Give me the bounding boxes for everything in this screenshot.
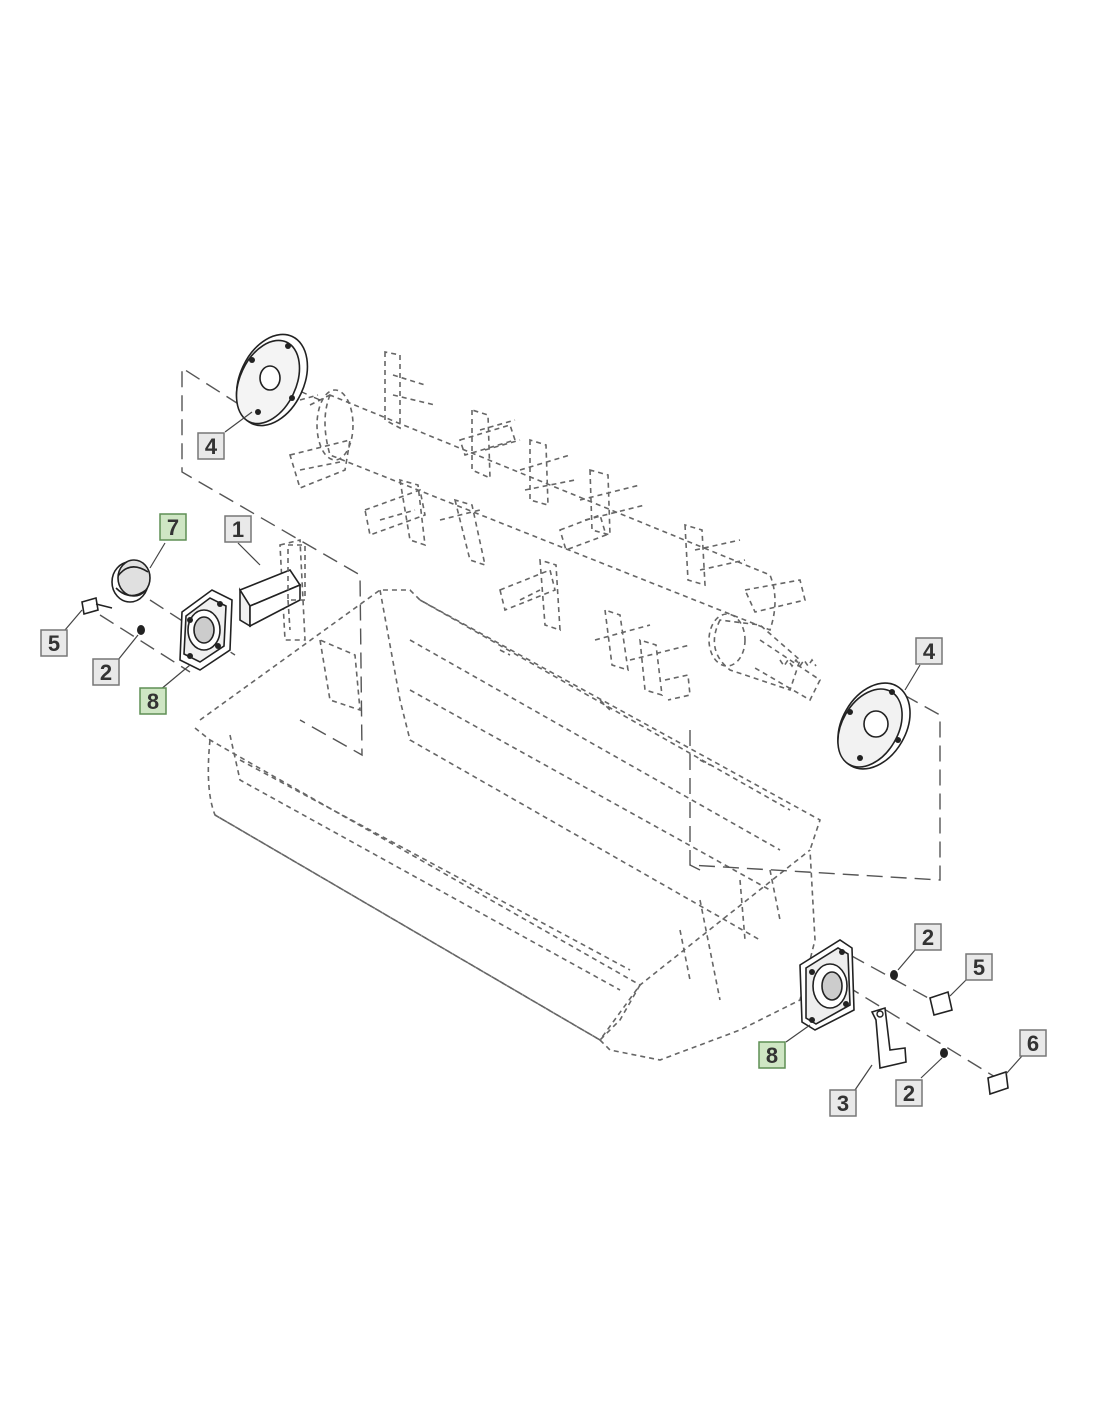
callout-1[interactable]: 1 (224, 515, 252, 543)
phantom-rotor-shaft (299, 389, 822, 702)
callout-number: 2 (100, 660, 112, 685)
callout-2[interactable]: 2 (914, 923, 942, 951)
callout-number: 8 (147, 689, 159, 714)
callout-box (914, 923, 942, 951)
mounting-bracket (870, 1006, 907, 1069)
callout-labels: 4 7 1 5 2 8 4 2 5 6 8 3 2 (40, 432, 1047, 1117)
callout-5[interactable]: 5 (965, 953, 993, 981)
callout-number: 2 (903, 1081, 915, 1106)
callout-box (197, 432, 225, 460)
callout-7-highlighted[interactable]: 7 (159, 513, 187, 541)
callout-4[interactable]: 4 (915, 637, 943, 665)
clamp-plate (238, 544, 306, 631)
washer-left (137, 625, 145, 635)
callout-number: 4 (205, 434, 218, 459)
phantom-housing (194, 538, 821, 1061)
leader-lines (64, 411, 1023, 1091)
callout-8-highlighted[interactable]: 8 (139, 687, 167, 715)
callout-number: 5 (48, 631, 60, 656)
callout-number: 5 (973, 955, 985, 980)
callout-2[interactable]: 2 (92, 658, 120, 686)
callout-box (895, 1079, 923, 1107)
callout-box (758, 1041, 786, 1069)
callout-box (1019, 1029, 1047, 1057)
phantom-rotor-tines (288, 351, 806, 701)
callout-number: 3 (837, 1091, 849, 1116)
callout-number: 4 (923, 639, 936, 664)
callout-box (915, 637, 943, 665)
callout-5[interactable]: 5 (40, 629, 68, 657)
end-flange-lower (837, 682, 911, 770)
flange-bearing-left (179, 589, 233, 671)
callout-box (139, 687, 167, 715)
bolt-right-upper (929, 990, 953, 1016)
callout-number: 2 (922, 925, 934, 950)
callout-box (40, 629, 68, 657)
callout-box (224, 515, 252, 543)
callout-box (159, 513, 187, 541)
callout-box (965, 953, 993, 981)
callout-8-highlighted[interactable]: 8 (758, 1041, 786, 1069)
callout-number: 7 (167, 515, 179, 540)
callout-number: 6 (1027, 1031, 1039, 1056)
callout-box (829, 1089, 857, 1117)
callout-number: 8 (766, 1043, 778, 1068)
callout-4[interactable]: 4 (197, 432, 225, 460)
bolt-left (81, 596, 113, 616)
washer-right-upper (890, 970, 898, 980)
callout-box (92, 658, 120, 686)
washer-right-lower (940, 1048, 948, 1058)
callout-2[interactable]: 2 (895, 1079, 923, 1107)
flange-bearing-right (799, 939, 855, 1031)
end-flange-upper (235, 333, 309, 427)
callout-6[interactable]: 6 (1019, 1029, 1047, 1057)
bearing-cap (111, 559, 151, 603)
callout-3[interactable]: 3 (829, 1089, 857, 1117)
assembly-envelope-lines (181, 366, 941, 881)
callout-number: 1 (232, 517, 244, 542)
bolt-right-lower (987, 1070, 1009, 1096)
